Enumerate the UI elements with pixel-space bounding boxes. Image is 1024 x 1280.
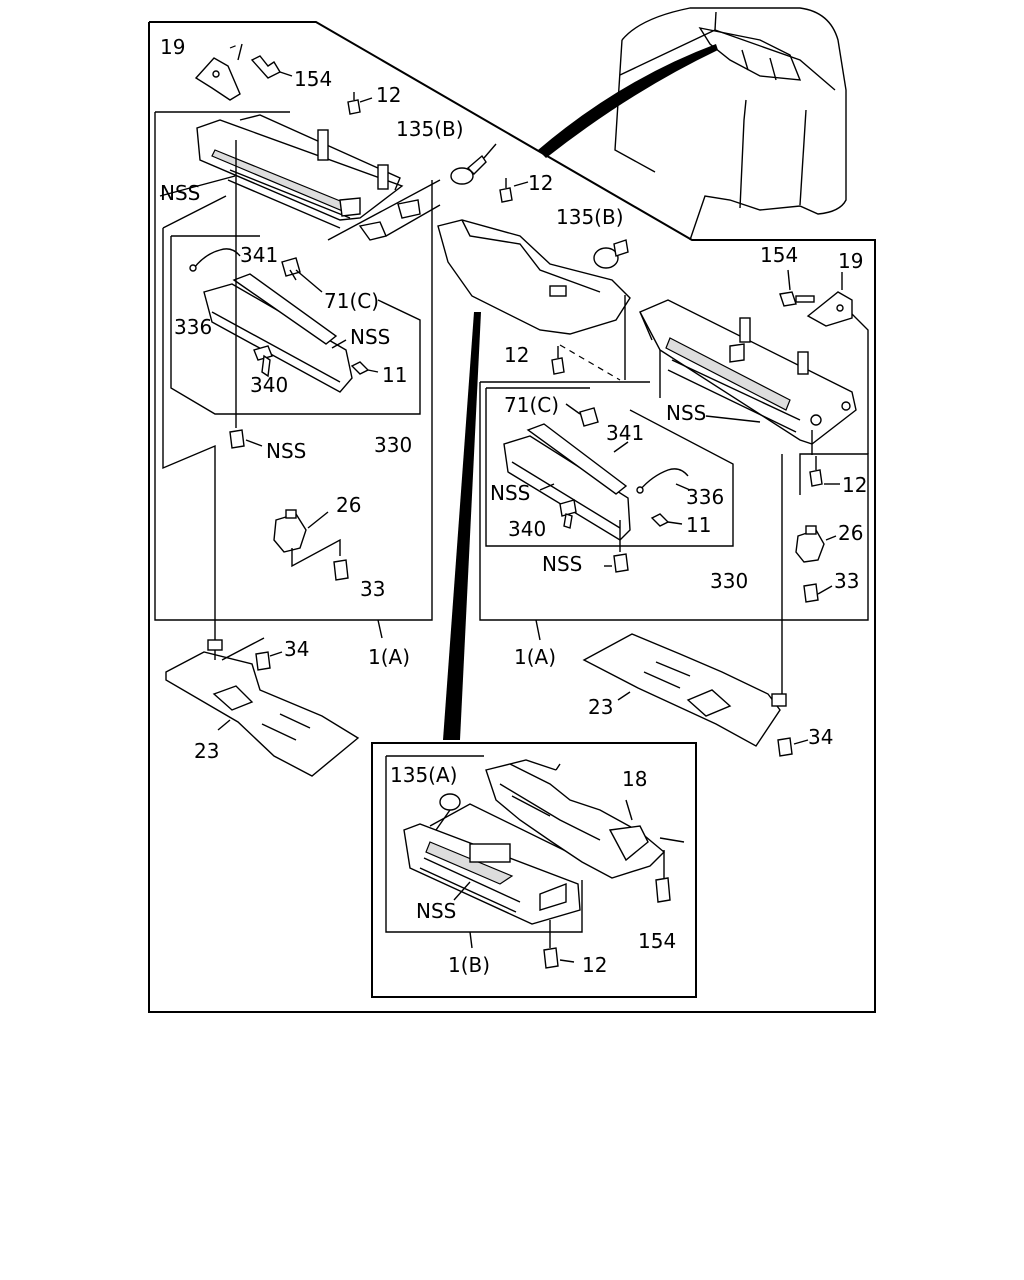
label-12-a: 12 — [376, 83, 401, 107]
screw-33-left — [333, 559, 349, 581]
cover-23-right — [582, 633, 781, 747]
left-glove-box-lid — [196, 114, 441, 241]
label-341-right: 341 — [606, 421, 644, 445]
bolt-154-right — [779, 291, 815, 307]
screw-34-right — [771, 693, 793, 757]
lid-341-right — [503, 423, 631, 541]
label-12-b: 12 — [528, 171, 553, 195]
left-assembly-box — [154, 111, 433, 648]
cover-23-left — [165, 648, 360, 777]
label-34-right: 34 — [808, 725, 833, 749]
label-336-left: 336 — [174, 315, 212, 339]
label-330-left: 330 — [374, 433, 412, 457]
dash-cover-panel — [437, 219, 631, 335]
spring-336-right — [636, 468, 689, 494]
clip-26-right — [795, 525, 825, 563]
clip-135a — [439, 793, 461, 811]
label-nss-e: NSS — [490, 481, 530, 505]
screw-12-c — [551, 346, 565, 375]
bracket-18 — [485, 759, 685, 879]
label-1b: 1(B) — [448, 953, 490, 977]
label-11-left: 11 — [382, 363, 407, 387]
label-336-right: 336 — [686, 485, 724, 509]
pin-11-left — [350, 361, 370, 375]
label-12-e: 12 — [582, 953, 607, 977]
screw-12-d — [809, 456, 823, 487]
label-nss-b: NSS — [350, 325, 390, 349]
handle-340-left — [253, 345, 273, 378]
label-1a-left: 1(A) — [368, 645, 410, 669]
label-71c-right: 71(C) — [504, 393, 559, 417]
label-23-left: 23 — [194, 739, 219, 763]
vehicle-cab-illustration — [538, 7, 847, 241]
right-glove-box — [639, 299, 857, 445]
label-154-left: 154 — [294, 67, 332, 91]
screw-nss-left — [229, 429, 245, 449]
label-nss-a: NSS — [160, 181, 200, 205]
leader-1b-thick — [443, 312, 481, 740]
label-19-left: 19 — [160, 35, 185, 59]
clip-135b-a — [450, 143, 497, 185]
screw-12-b — [499, 178, 513, 203]
assembly-1b-box — [371, 742, 697, 998]
outer-frame — [148, 21, 876, 1013]
clip-135b-b — [593, 239, 629, 269]
label-18: 18 — [622, 767, 647, 791]
bolt-154-1b — [655, 850, 671, 903]
screw-71c-left — [281, 257, 301, 281]
label-330-right: 330 — [710, 569, 748, 593]
label-nss-g: NSS — [416, 899, 456, 923]
label-341-left: 341 — [240, 243, 278, 267]
label-19-right: 19 — [838, 249, 863, 273]
label-23-right: 23 — [588, 695, 613, 719]
spring-336-left — [189, 248, 241, 272]
label-340-right: 340 — [508, 517, 546, 541]
screw-33-right — [803, 583, 819, 603]
right-assembly-box — [479, 295, 869, 621]
bolt-154-left — [229, 43, 281, 79]
label-340-left: 340 — [250, 373, 288, 397]
pin-11-right — [650, 513, 670, 527]
label-154-right: 154 — [760, 243, 798, 267]
label-33-right: 33 — [834, 569, 859, 593]
glove-box-1b — [403, 803, 581, 925]
label-11-right: 11 — [686, 513, 711, 537]
label-nss-c: NSS — [666, 401, 706, 425]
label-71c-left: 71(C) — [324, 289, 379, 313]
label-154-1b: 154 — [638, 929, 676, 953]
screw-12-e — [543, 947, 559, 969]
label-nss-f: NSS — [542, 552, 582, 576]
label-1a-right: 1(A) — [514, 645, 556, 669]
label-26-left: 26 — [336, 493, 361, 517]
screw-71c-right — [579, 407, 599, 427]
screw-34-left — [207, 639, 271, 671]
label-nss-d: NSS — [266, 439, 306, 463]
label-135a: 135(A) — [390, 763, 457, 787]
label-33-left: 33 — [360, 577, 385, 601]
label-12-c: 12 — [504, 343, 529, 367]
label-26-right: 26 — [838, 521, 863, 545]
label-12-d: 12 — [842, 473, 867, 497]
screw-nss-right — [613, 553, 629, 573]
label-34-left: 34 — [284, 637, 309, 661]
label-135b-b: 135(B) — [556, 205, 624, 229]
lid-341-left — [203, 273, 353, 393]
bracket-19-right — [806, 291, 853, 327]
label-135b-a: 135(B) — [396, 117, 464, 141]
screw-12-a — [347, 92, 361, 115]
clip-26-left — [273, 509, 307, 553]
bracket-19-left — [194, 57, 241, 101]
handle-340-right — [559, 499, 577, 529]
